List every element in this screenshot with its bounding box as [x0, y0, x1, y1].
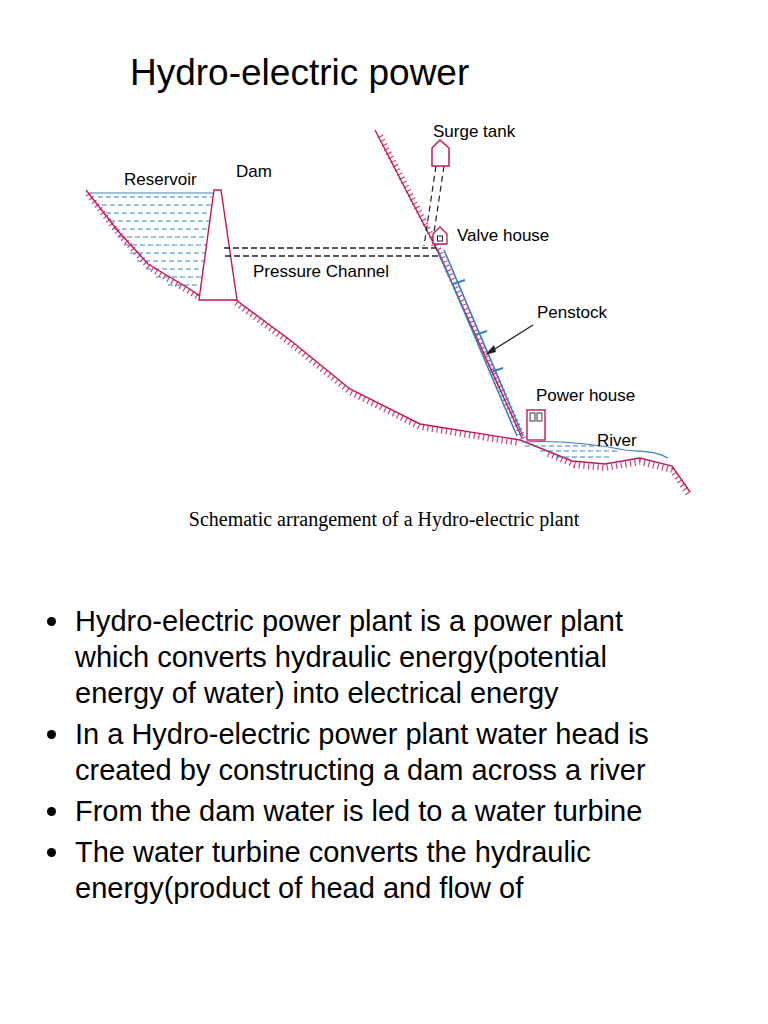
- power-house: [527, 410, 545, 440]
- part-label: River: [597, 431, 637, 451]
- bullet-item: The water turbine converts the hydraulic…: [45, 834, 685, 906]
- bullet-text: From the dam water is led to a water tur…: [75, 795, 642, 827]
- part-label: Penstock: [537, 303, 607, 323]
- part-label: Power house: [536, 386, 635, 406]
- page-title: Hydro-electric power: [130, 52, 469, 94]
- figure-caption: Schematic arrangement of a Hydro-electri…: [0, 508, 768, 531]
- bullet-dot: [47, 807, 56, 816]
- ground-line: [86, 130, 690, 492]
- part-label: Valve house: [457, 226, 549, 246]
- part-label: Pressure Channel: [253, 262, 389, 282]
- leader-arrowhead: [485, 345, 496, 355]
- bullet-text: In a Hydro-electric power plant water he…: [75, 718, 649, 786]
- part-label: Dam: [236, 162, 272, 182]
- bullet-dot: [47, 617, 56, 626]
- leader-line: [490, 325, 533, 352]
- part-label: Reservoir: [124, 170, 197, 190]
- bullet-dot: [47, 848, 56, 857]
- bullet-text: The water turbine converts the hydraulic…: [75, 836, 591, 904]
- bullet-text: Hydro-electric power plant is a power pl…: [75, 605, 623, 709]
- pressure-channel: [224, 248, 438, 256]
- valve-house: [433, 227, 447, 244]
- bullet-item: In a Hydro-electric power plant water he…: [45, 716, 685, 788]
- penstock-pipe: [438, 250, 523, 436]
- penstock-flange: [453, 280, 503, 372]
- bullet-item: Hydro-electric power plant is a power pl…: [45, 603, 685, 711]
- surge-tank: [432, 140, 449, 166]
- reservoir-water: [98, 197, 212, 285]
- bullet-item: From the dam water is led to a water tur…: [45, 793, 685, 829]
- ground-hatching: [88, 136, 690, 496]
- bullet-dot: [47, 730, 56, 739]
- dam-wall: [199, 190, 237, 300]
- bullet-list: Hydro-electric power plant is a power pl…: [45, 603, 685, 911]
- part-label: Surge tank: [433, 122, 515, 142]
